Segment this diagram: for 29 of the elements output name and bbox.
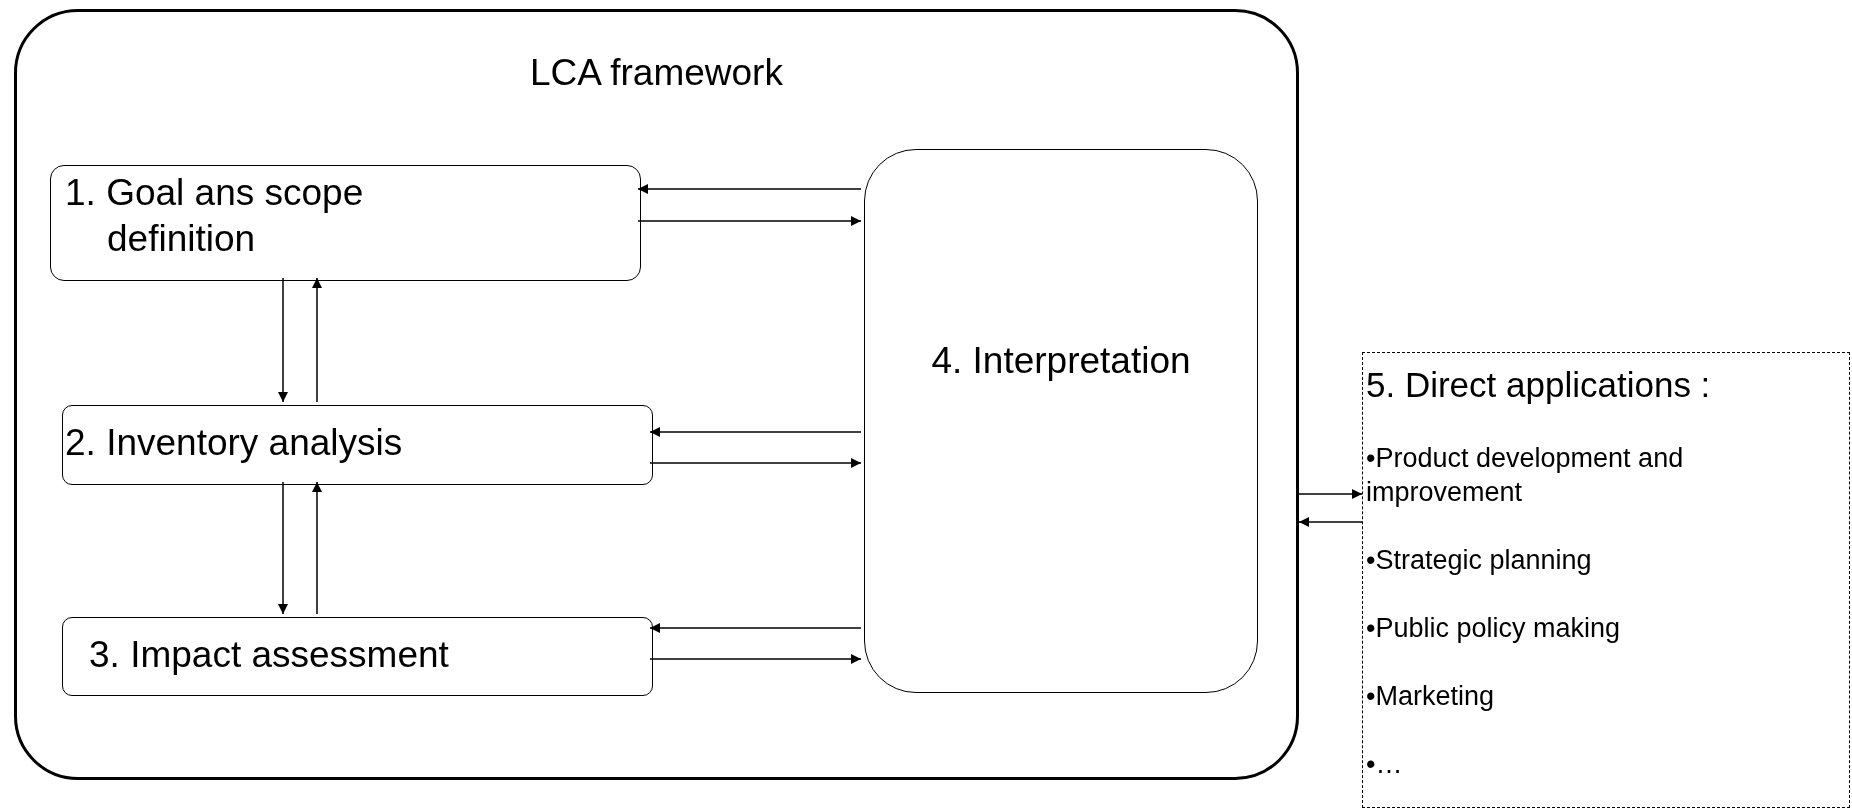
arrow (637, 216, 862, 226)
step-label: 1. Goal ans scope definition (64, 171, 365, 261)
arrow (649, 654, 862, 664)
arrow (649, 427, 862, 437)
bullet-item: •… (1365, 748, 1404, 781)
bullet-item: •Public policy making (1365, 612, 1622, 645)
arrow (312, 481, 322, 615)
step-box (864, 149, 1258, 693)
application-box (1362, 352, 1850, 808)
step-box (62, 617, 653, 696)
bullet-item: •Product development and improvement (1365, 442, 1685, 509)
step-label: 2. Inventory analysis (64, 421, 404, 465)
arrow (278, 481, 288, 615)
step-box (62, 405, 653, 485)
framework-container (14, 9, 1299, 780)
arrow (649, 458, 862, 468)
arrow (1298, 517, 1363, 527)
bullet-item: •Marketing (1365, 680, 1495, 713)
arrow (637, 184, 862, 194)
arrow (278, 277, 288, 403)
arrow (312, 277, 322, 403)
bullet-item: •Strategic planning (1365, 544, 1593, 577)
step-box (50, 165, 641, 281)
step-label: 4. Interpretation (931, 339, 1191, 383)
arrow (649, 623, 862, 633)
frame-title: LCA framework (529, 54, 784, 91)
step-label: 3. Impact assessment (88, 633, 450, 677)
arrow (1298, 489, 1363, 499)
box-heading: 5. Direct applications : (1365, 364, 1712, 406)
